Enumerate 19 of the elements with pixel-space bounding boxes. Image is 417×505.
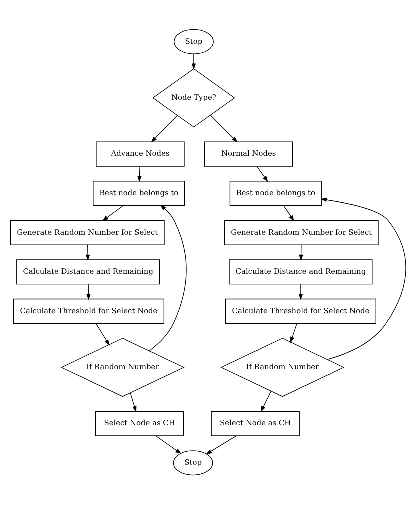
arrow (192, 54, 196, 70)
arrow (210, 115, 238, 143)
arrow (260, 391, 272, 412)
arrow (298, 284, 304, 300)
arrow (86, 244, 90, 261)
arrow (138, 166, 142, 182)
arrow (156, 436, 182, 454)
arrow (299, 244, 304, 261)
arrow (206, 436, 237, 455)
arrow (320, 198, 406, 360)
arrow (102, 206, 124, 222)
arrow (256, 166, 268, 182)
arrow (96, 323, 110, 346)
arrow (290, 323, 298, 344)
arrow (149, 205, 187, 352)
arrow (86, 284, 91, 300)
arrow (151, 116, 178, 143)
arrow (283, 206, 294, 222)
arrow (130, 392, 137, 412)
